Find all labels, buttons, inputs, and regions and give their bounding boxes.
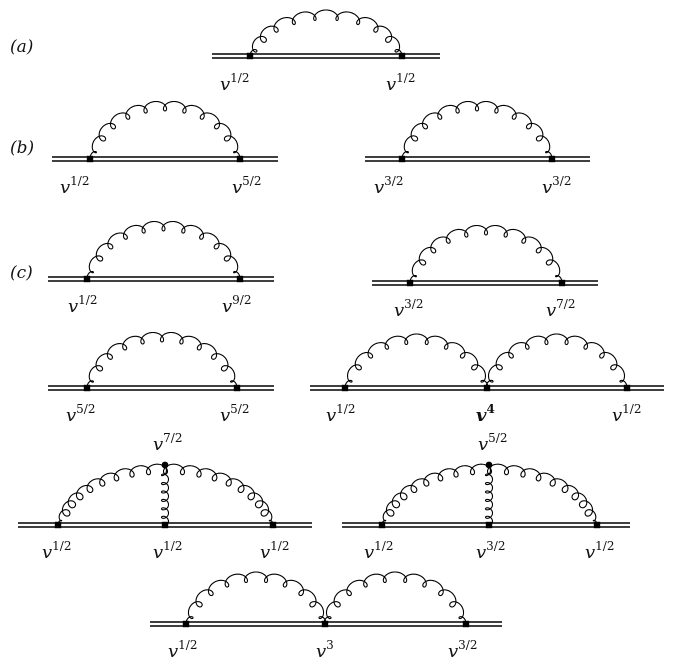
vertex-label: v1/2 [326, 402, 355, 426]
heavy-quark-line [52, 156, 278, 162]
vertex-label: v1/2 [260, 539, 289, 563]
vertex-dot [483, 384, 491, 392]
vertex-dot [246, 52, 254, 60]
diagram-c4: v1/2 v4 v1/2 [310, 333, 664, 426]
vertex-dot [398, 52, 406, 60]
vertex-label: v1/2 [42, 539, 71, 563]
gluon-arc [485, 333, 628, 388]
vertex-label: v4 [476, 402, 495, 426]
diagram-a1: v1/2 v1/2 [212, 9, 440, 95]
vertex-dot [161, 521, 169, 529]
vertex-dot [462, 620, 470, 628]
row-label-b: (b) [10, 138, 34, 158]
vertex-dot [398, 155, 406, 163]
vertex-label: v1/2 [612, 402, 641, 426]
vertex-label: v5/2 [232, 174, 261, 198]
gluon-arc [249, 9, 403, 56]
vertex-label: v7/2 [546, 297, 575, 321]
gluon-vertical [160, 465, 170, 526]
vertex-label: v5/2 [478, 431, 507, 455]
row-label-c: (c) [10, 263, 33, 283]
three-gluon-vertex [161, 461, 169, 469]
vertex-dot [233, 384, 241, 392]
diagram-b1: v1/2 v5/2 [52, 100, 278, 198]
vertex-dot [54, 521, 62, 529]
vertex-dot [182, 620, 190, 628]
vertex-label: v1/2 [585, 539, 614, 563]
vertex-label: v3 [316, 638, 334, 662]
vertex-label: v3/2 [374, 174, 403, 198]
vertex-label: v5/2 [66, 402, 95, 426]
vertex-label: v3/2 [394, 297, 423, 321]
vertex-dot [623, 384, 631, 392]
vertex-dot [83, 384, 91, 392]
vertex-dot [236, 275, 244, 283]
vertex-label: v1/2 [68, 293, 97, 317]
vertex-label: v7/2 [153, 431, 182, 455]
diagram-c5: v7/2 v1/2 v1/2 v1/2 [18, 431, 312, 563]
vertex-label: v1/2 [386, 71, 415, 95]
vertex-dot [321, 620, 329, 628]
diagram-c3: v5/2 v5/2 [48, 331, 274, 426]
vertex-dot [341, 384, 349, 392]
diagram-c6: v5/2 v1/2 v3/2 v1/2 [342, 431, 630, 563]
gluon-arc [409, 224, 563, 283]
vertex-label: v3/2 [448, 638, 477, 662]
vertex-label: v3/2 [476, 539, 505, 563]
gluon-arc [185, 571, 327, 624]
gluon-arc [89, 100, 241, 159]
vertex-label: v3/2 [542, 174, 571, 198]
gluon-arc [86, 220, 241, 279]
gluon-arc [344, 333, 489, 388]
vertex-dot [548, 155, 556, 163]
vertex-label: v1/2 [220, 71, 249, 95]
vertex-label: v1/2 [60, 174, 89, 198]
gluon-arc [401, 100, 553, 159]
row-label-a: (a) [10, 37, 33, 57]
vertex-label: v9/2 [222, 293, 251, 317]
vertex-label: v1/2 [364, 539, 393, 563]
vertex-dot [593, 521, 601, 529]
heavy-quark-line [212, 53, 440, 59]
diagram-c2: v3/2 v7/2 [372, 224, 598, 321]
vertex-dot [269, 521, 277, 529]
vertex-label: v5/2 [220, 402, 249, 426]
diagram-c7: v1/2 v3 v3/2 [150, 571, 502, 662]
vertex-dot [558, 279, 566, 287]
vertex-dot [378, 521, 386, 529]
vertex-label: v1/2 [153, 539, 182, 563]
vertex-label: v1/2 [168, 638, 197, 662]
vertex-dot [83, 275, 91, 283]
vertex-dot [236, 155, 244, 163]
gluon-arc [323, 571, 467, 624]
three-gluon-vertex [485, 461, 493, 469]
vertex-dot [86, 155, 94, 163]
gluon-arc [86, 331, 238, 388]
diagram-b2: v3/2 v3/2 [365, 100, 590, 198]
vertex-dot [485, 521, 493, 529]
heavy-quark-line [365, 156, 590, 162]
gluon-vertical [484, 465, 494, 526]
diagram-c1: v1/2 v9/2 [48, 220, 274, 317]
vertex-dot [406, 279, 414, 287]
